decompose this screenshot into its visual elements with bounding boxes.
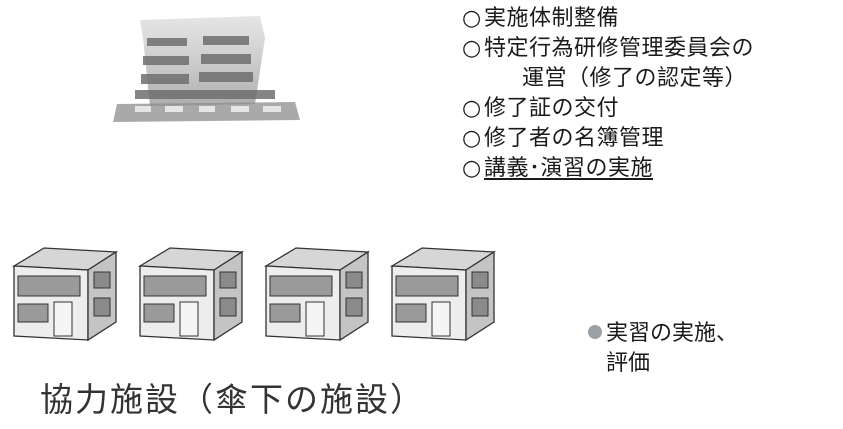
- list-item: ○修了証の交付: [462, 96, 620, 121]
- practice-note-line: 実習の実施、: [588, 319, 738, 349]
- list-item: ○講義･演習の実施: [462, 156, 654, 181]
- practice-note: 実習の実施、 評価: [588, 319, 738, 379]
- list-item: ○特定行為研修管理委員会の: [462, 36, 755, 61]
- responsibility-list: ○実施体制整備 ○特定行為研修管理委員会の 運営（修了の認定等） ○修了証の交付…: [462, 4, 840, 184]
- bullet-dot-icon: [588, 325, 602, 339]
- cooperating-facilities-label: 協力施設（傘下の施設）: [40, 380, 425, 419]
- practice-note-line: 評価: [606, 351, 651, 376]
- apartment-building-icon: [389, 247, 497, 342]
- list-item: ○実施体制整備: [462, 6, 620, 31]
- apartment-building-icon: [11, 247, 119, 342]
- apartment-building-icon: [137, 247, 245, 342]
- office-building-icon: [113, 16, 300, 122]
- list-item: ○修了者の名簿管理: [462, 126, 665, 151]
- list-item: 運営（修了の認定等）: [522, 66, 748, 91]
- apartment-building-icon: [263, 247, 371, 342]
